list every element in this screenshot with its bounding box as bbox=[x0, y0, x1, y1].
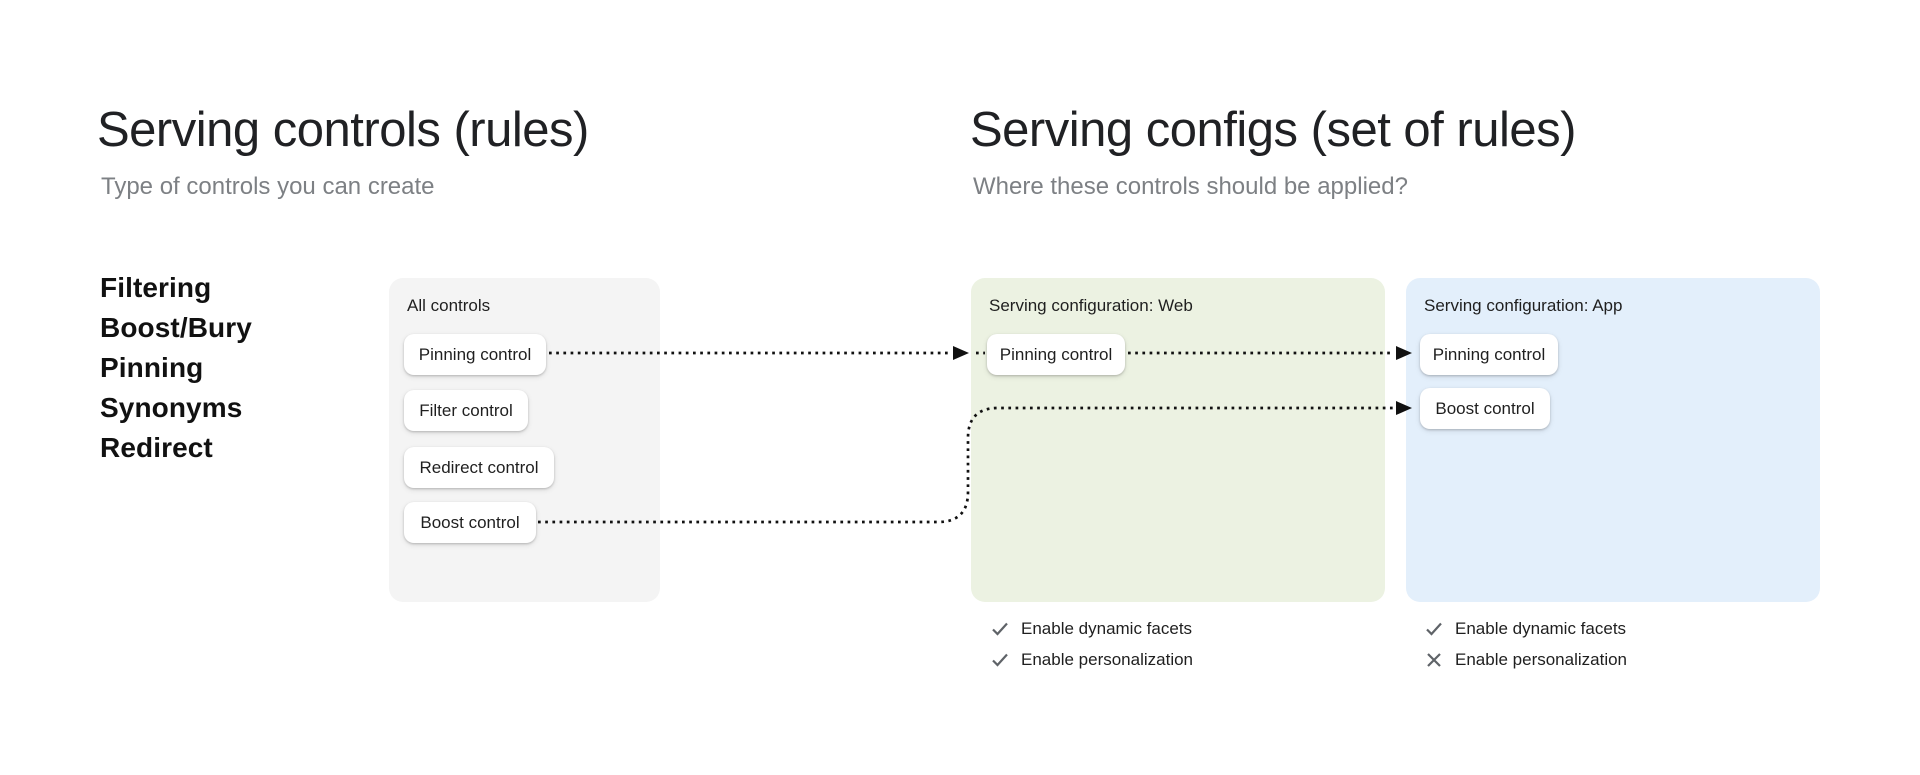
all-controls-filter-control-chip[interactable]: Filter control bbox=[404, 390, 528, 431]
feature-label: Enable personalization bbox=[1455, 650, 1628, 669]
all-controls-card-label: All controls bbox=[407, 296, 491, 315]
all-controls-pinning-control-chip[interactable]: Pinning control bbox=[404, 334, 546, 375]
all-controls-card: All controls bbox=[389, 278, 660, 602]
app-config-pinning-control-chip[interactable]: Pinning control bbox=[1420, 334, 1558, 375]
web-config-card: Serving configuration: Web bbox=[971, 278, 1385, 602]
feature-row: Enable dynamic facets bbox=[1424, 618, 1627, 640]
control-type-list: Filtering Boost/Bury Pinning Synonyms Re… bbox=[100, 268, 252, 468]
check-icon bbox=[1424, 619, 1444, 639]
feature-label: Enable dynamic facets bbox=[1021, 619, 1193, 638]
check-icon bbox=[990, 619, 1010, 639]
control-type-filtering: Filtering bbox=[100, 272, 212, 303]
check-icon bbox=[990, 650, 1010, 670]
control-type-redirect: Redirect bbox=[100, 432, 213, 463]
all-controls-redirect-control-chip[interactable]: Redirect control bbox=[404, 447, 554, 488]
web-config-pinning-control-chip[interactable]: Pinning control bbox=[987, 334, 1125, 375]
app-config-feature-list: Enable dynamic facets Enable personaliza… bbox=[1424, 618, 1627, 671]
web-config-feature-list: Enable dynamic facets Enable personaliza… bbox=[990, 618, 1193, 671]
app-config-card-label: Serving configuration: App bbox=[1424, 296, 1623, 315]
feature-row: Enable personalization bbox=[990, 649, 1193, 671]
app-config-card: Serving configuration: App bbox=[1406, 278, 1820, 602]
feature-row: Enable personalization bbox=[1424, 649, 1627, 671]
control-type-synonyms: Synonyms bbox=[100, 392, 243, 423]
left-section-title: Serving controls (rules) bbox=[97, 103, 589, 157]
arrowhead-to-web bbox=[953, 346, 969, 360]
web-config-card-label: Serving configuration: Web bbox=[989, 296, 1193, 315]
right-section-title: Serving configs (set of rules) bbox=[970, 103, 1576, 157]
control-type-pinning: Pinning bbox=[100, 352, 204, 383]
cross-icon bbox=[1424, 650, 1444, 670]
right-section-subtitle: Where these controls should be applied? bbox=[973, 173, 1408, 200]
feature-row: Enable dynamic facets bbox=[990, 618, 1193, 640]
app-config-boost-control-chip[interactable]: Boost control bbox=[1420, 388, 1550, 429]
feature-label: Enable personalization bbox=[1021, 650, 1194, 669]
control-type-boost-bury: Boost/Bury bbox=[100, 312, 252, 343]
left-section-subtitle: Type of controls you can create bbox=[101, 173, 435, 200]
all-controls-boost-control-chip[interactable]: Boost control bbox=[404, 502, 536, 543]
feature-label: Enable dynamic facets bbox=[1455, 619, 1627, 638]
